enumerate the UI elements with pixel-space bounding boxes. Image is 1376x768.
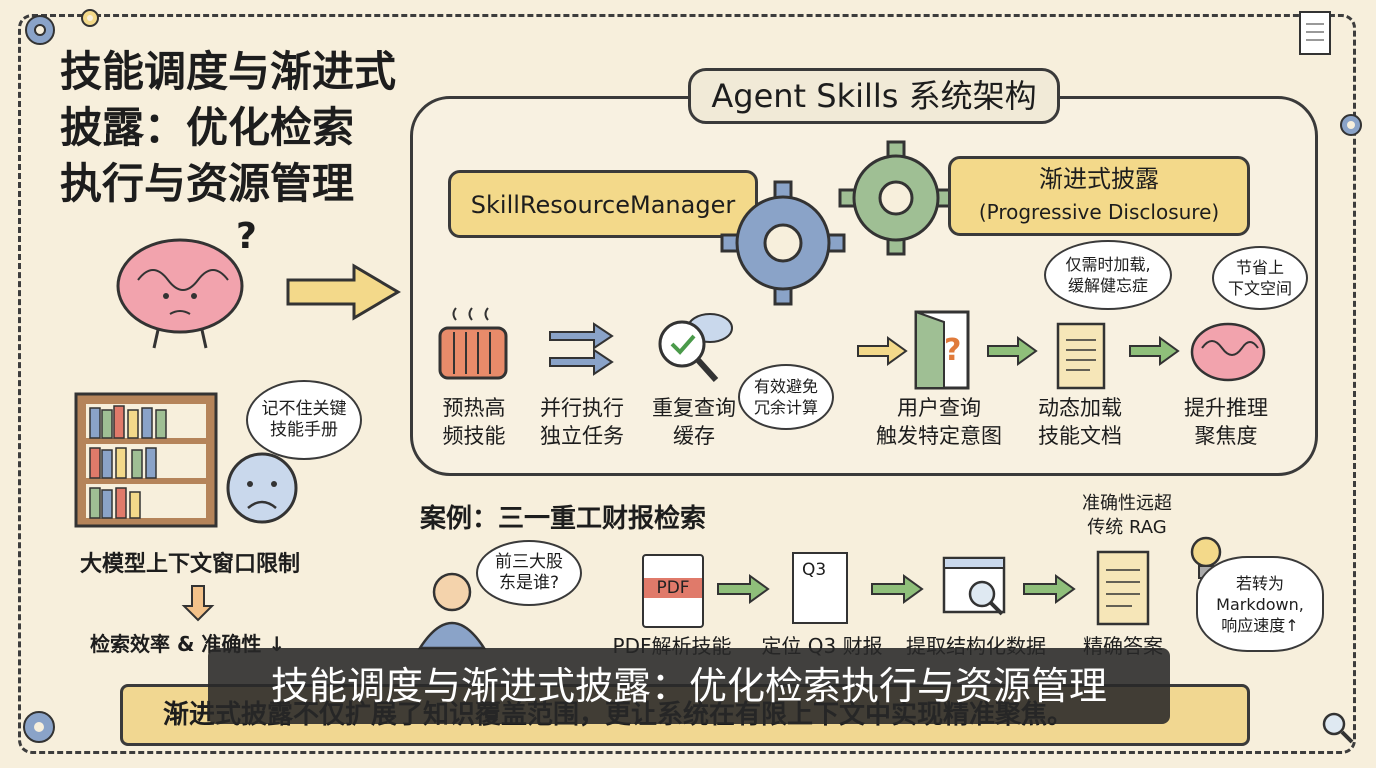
step-label: 重复查询 缓存 [652,396,736,448]
q3-report-icon: Q3 [792,552,848,624]
dashed-frame [18,14,1356,754]
answer-scroll-icon [1096,550,1150,626]
disclosure-title: 渐进式披露 [1039,165,1159,193]
parallel-arrows-icon [549,322,614,376]
step-label: 动态加载 技能文档 [1038,396,1122,448]
thought-bubble: 记不住关键 技能手册 [246,380,362,460]
question-mark-icon: ? [236,216,257,257]
gear-icon [23,711,55,743]
question-bubble: 前三大股 东是谁? [476,540,582,606]
gear-icon [25,15,55,45]
right-arrow-icon [1023,574,1076,604]
down-arrow-icon [181,585,215,622]
cache-bubble: 有效避免 冗余计算 [738,364,834,430]
right-arrow-icon [871,574,924,604]
right-arrow-icon [717,574,770,604]
document-icon [1299,11,1331,55]
accuracy-note: 准确性远超 传统 RAG [1082,493,1172,538]
step-label: 用户查询 触发特定意图 [876,396,1002,448]
page-title: 技能调度与渐进式 披露：优化检索 执行与资源管理 [60,47,397,208]
caption-overlay: 技能调度与渐进式披露：优化检索执行与资源管理 [208,648,1170,724]
step-label: 提升推理 聚焦度 [1184,396,1268,448]
gear-icon [838,140,954,256]
context-limit-label: 大模型上下文窗口限制 [80,552,301,577]
brain-icon [116,238,244,349]
pdf-icon-text: PDF [644,578,702,598]
system-title: Agent Skills 系统架构 [688,68,1060,124]
radiator-icon [438,307,508,380]
disclosure-subtitle: (Progressive Disclosure) [978,200,1220,224]
markdown-note-bubble: 若转为 Markdown, 响应速度↑ [1196,556,1324,652]
data-extract-icon [942,556,1006,616]
scroll-document-icon [1056,322,1106,390]
brain-icon [1190,322,1266,382]
pdf-file-icon: PDF [642,554,704,628]
step-label: 预热高 频技能 [442,396,506,448]
step-label: 并行执行 独立任务 [540,396,624,448]
manager-text: SkillResourceManager [470,191,736,219]
right-arrow-icon [1129,336,1180,366]
save-context-bubble: 节省上 下文空间 [1212,246,1308,310]
gear-icon [81,9,99,27]
gear-icon [720,180,846,306]
right-arrow-icon [286,263,401,321]
svg-text:?: ? [944,333,961,368]
door-question-icon: ? [914,310,970,390]
progressive-disclosure-label: 渐进式披露 (Progressive Disclosure) [948,156,1250,236]
load-bubble: 仅需时加载, 缓解健忘症 [1044,240,1172,310]
case-title: 案例：三一重工财报检索 [420,504,707,534]
user-avatar-icon [417,572,487,650]
cache-search-icon [658,313,733,383]
gear-icon [1340,114,1362,136]
right-arrow-icon [987,336,1038,366]
bookshelf-icon [74,392,218,528]
skill-resource-manager-label: SkillResourceManager [448,170,758,238]
right-arrow-icon [857,336,908,366]
sad-face-icon [226,452,298,524]
q3-icon-text: Q3 [802,560,827,580]
magnifier-icon [1322,712,1354,744]
